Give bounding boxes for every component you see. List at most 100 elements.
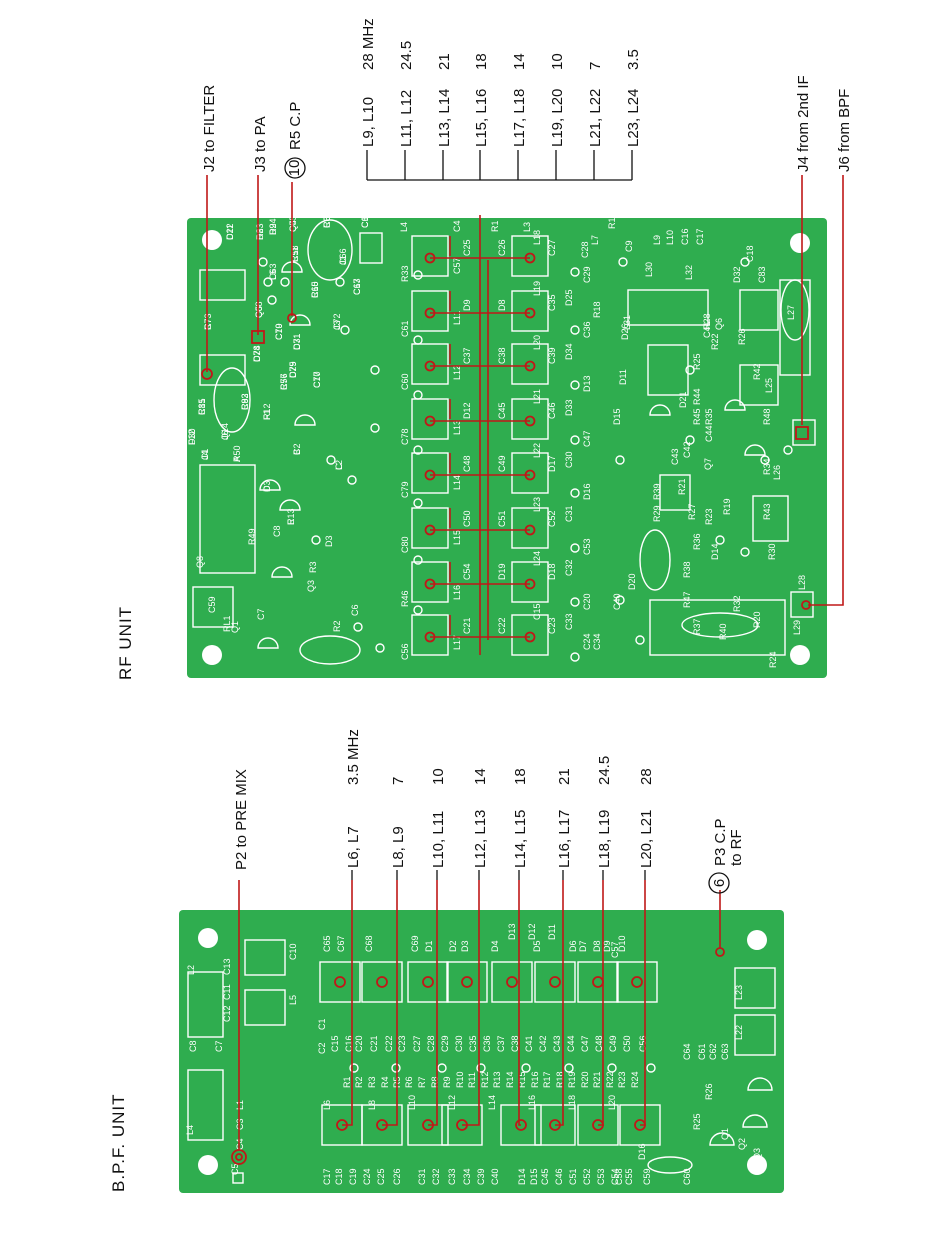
bpf-silk-label: C2 — [317, 1042, 327, 1054]
bpf-silk-label: C45 — [540, 1168, 550, 1185]
rf-silk-label: C47 — [582, 430, 592, 447]
rf-coil-label: L19, L20 — [549, 89, 566, 147]
bpf-silk-label: C67 — [336, 935, 346, 952]
rf-silk-label: C8 — [272, 525, 282, 537]
bpf-silk-label: L18 — [567, 1095, 577, 1110]
bpf-silk-label: L22 — [734, 1025, 744, 1040]
bpf-silk-label: C48 — [594, 1035, 604, 1052]
rf-silk-label: C18 — [745, 245, 755, 262]
bpf-silk-label: R18 — [555, 1071, 565, 1088]
bpf-silk-label: C36 — [482, 1035, 492, 1052]
rf-silk-label: L7 — [590, 235, 600, 245]
rf-coil-freq: 28 MHz — [360, 18, 377, 70]
rf-silk-label: R8 — [255, 228, 265, 240]
bpf-coil-label: L16, L17 — [556, 810, 573, 868]
rf-silk-label: R37 — [692, 618, 702, 635]
bpf-silk-label: L4 — [185, 1125, 195, 1135]
bpf-silk-label: C62 — [708, 1043, 718, 1060]
bpf-silk-label: R15 — [517, 1071, 527, 1088]
rf-silk-label: R45 — [692, 408, 702, 425]
bpf-silk-label: C11 — [222, 984, 232, 1000]
rf-coil-label: L11, L12 — [398, 90, 415, 147]
bpf-silk-label: R13 — [492, 1071, 502, 1088]
bpf-mount-hole-tl — [198, 928, 218, 948]
rf-silk-label: C21 — [462, 617, 472, 634]
rf-silk-label: D26 — [620, 323, 630, 340]
rf-mount-hole-bl — [202, 645, 222, 665]
bpf-silk-label: D1 — [424, 940, 434, 952]
rf-silk-label: C12 — [360, 211, 370, 228]
rf-connector-r5: 10 R5 C.P — [284, 102, 306, 323]
bpf-silk-label: C41 — [524, 1035, 534, 1052]
rf-coil-label: L13, L14 — [436, 89, 453, 147]
rf-silk-label: D24 — [268, 218, 278, 235]
rf-silk-label: L32 — [684, 265, 694, 280]
bpf-silk-label: C5 — [230, 1163, 240, 1175]
rf-silk-label: C27 — [547, 239, 557, 256]
rf-silk-label: R29 — [652, 505, 662, 522]
rf-silk-label: C65 — [310, 281, 320, 298]
rf-silk-label: C82 — [240, 393, 250, 410]
rf-silk-label: C49 — [497, 455, 507, 472]
bpf-silk-label: C13 — [222, 958, 232, 975]
rf-mount-hole-tr — [790, 233, 810, 253]
bpf-silk-label: L16 — [527, 1095, 537, 1110]
rf-silk-label: R40 — [718, 623, 728, 640]
rf-silk-label: D28 — [252, 345, 262, 362]
rf-silk-label: C17 — [695, 228, 705, 245]
bpf-silk-label: C15 — [330, 1035, 340, 1052]
bpf-coil-freq: 21 — [556, 768, 573, 785]
bpf-unit-title: B.P.F. UNIT — [109, 1093, 128, 1192]
rf-silk-label: Q3 — [306, 580, 316, 592]
bpf-silk-label: C64 — [682, 1043, 692, 1060]
rf-silk-label: E — [286, 519, 296, 525]
rf-silk-label: R15 — [197, 398, 207, 415]
rf-silk-label: Q4 — [288, 220, 298, 232]
rf-silk-label: C39 — [547, 347, 557, 364]
bpf-silk-label: C69 — [410, 935, 420, 952]
rf-silk-label: C2 — [292, 443, 302, 455]
rf-silk-label: C54 — [462, 563, 472, 580]
rf-silk-label: C3 — [262, 480, 272, 492]
rf-silk-label: C52 — [547, 510, 557, 527]
bpf-silk-label: C47 — [580, 1035, 590, 1052]
rf-coil-freq: 3.5 — [625, 49, 642, 70]
bpf-silk-label: C35 — [468, 1035, 478, 1052]
r5-label: R5 C.P — [287, 102, 304, 150]
bpf-mount-hole-bl — [198, 1155, 218, 1175]
rf-silk-label: C37 — [462, 347, 472, 364]
bpf-silk-label: C33 — [447, 1168, 457, 1185]
bpf-silk-label: R20 — [580, 1071, 590, 1088]
bpf-silk-label: C34 — [462, 1168, 472, 1185]
bpf-silk-label: R4 — [380, 1076, 390, 1088]
rf-silk-label: C46 — [547, 402, 557, 419]
rf-silk-label: D17 — [547, 455, 557, 472]
rf-silk-label: R12 — [262, 403, 272, 420]
p3-sublabel: to RF — [728, 829, 745, 866]
bpf-silk-label: C12 — [222, 1005, 232, 1022]
rf-coil-label: L21, L22 — [587, 89, 604, 147]
rf-silk-label: A — [232, 456, 242, 462]
bpf-silk-label: L12 — [447, 1095, 457, 1110]
rf-silk-label: R49 — [247, 528, 257, 545]
bpf-silk-label: R26 — [704, 1083, 714, 1100]
rf-silk-label: R28 — [702, 313, 712, 330]
rf-silk-label: C41 — [702, 321, 712, 338]
rf-silk-label: D — [262, 485, 272, 492]
rf-silk-label: R24 — [768, 651, 778, 668]
rf-silk-label: C36 — [582, 321, 592, 338]
rf-silk-label: R16 — [607, 212, 617, 229]
rf-silk-label: C77 — [312, 371, 322, 388]
rf-silk-label: R36 — [692, 533, 702, 550]
rf-silk-label: D22 — [225, 223, 235, 240]
rf-mount-hole-br — [790, 645, 810, 665]
rf-silk-label: C31 — [564, 505, 574, 522]
bpf-silk-label: C30 — [454, 1035, 464, 1052]
rf-silk-label: C10 — [312, 371, 322, 388]
rf-coil-label: L15, L16 — [473, 89, 490, 147]
bpf-silk-label: C26 — [392, 1168, 402, 1185]
bpf-coil-freq: 18 — [512, 768, 529, 785]
rf-silk-label: C22 — [497, 617, 507, 634]
rf-silk-label: R22 — [710, 333, 720, 350]
